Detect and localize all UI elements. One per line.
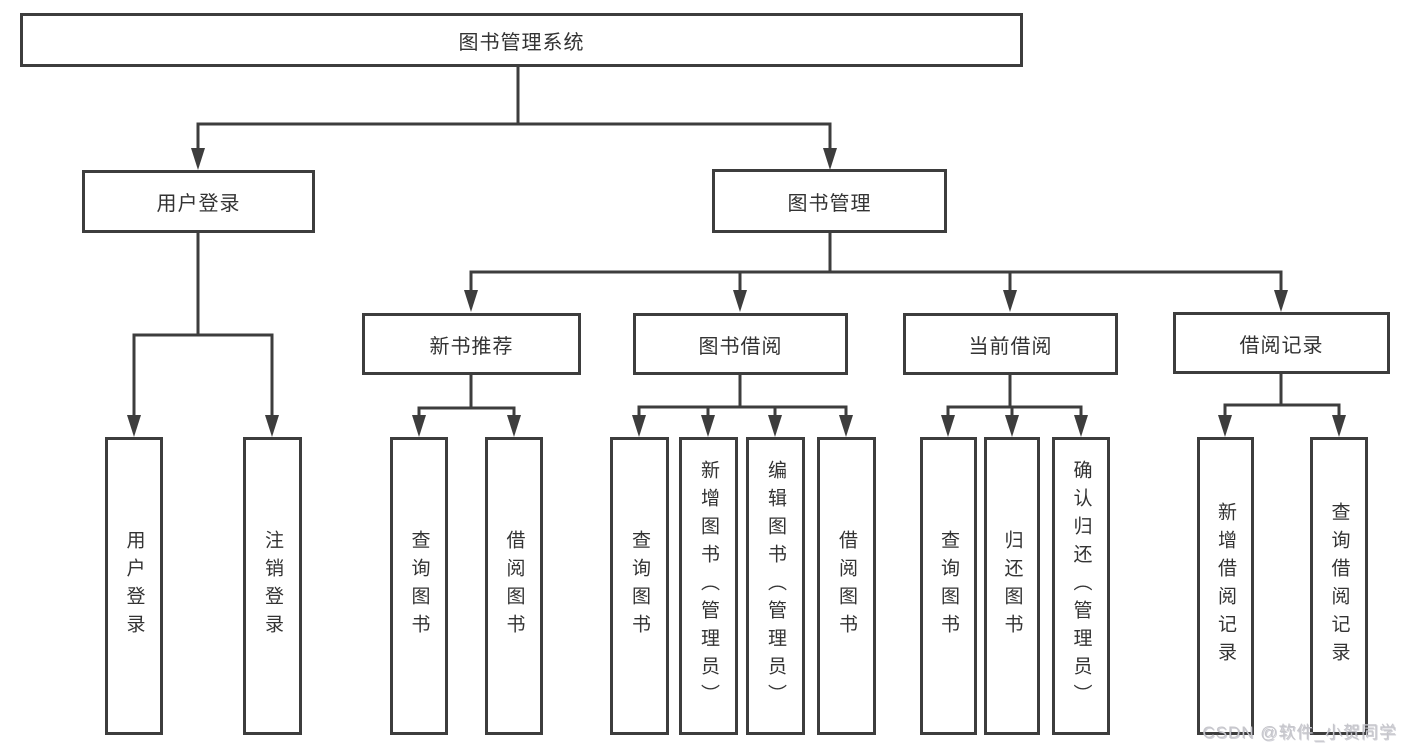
node-root-library-system: 图书管理系统 (20, 13, 1023, 67)
node-label: 借阅记录 (1239, 334, 1324, 357)
node-label: 查询图书 (629, 530, 650, 642)
leaf-add-borrow-record: 新增借阅记录 (1197, 437, 1254, 735)
node-label: 用户登录 (156, 193, 241, 215)
node-book-management: 图书管理 (712, 169, 947, 233)
leaf-query-borrow-record: 查询借阅记录 (1310, 437, 1368, 735)
node-label: 归还图书 (1001, 530, 1023, 642)
leaf-return-books: 归还图书 (984, 437, 1040, 735)
node-label: 图书借阅 (698, 335, 783, 358)
node-label: 借阅图书 (503, 530, 525, 642)
node-label: 注销登录 (262, 530, 283, 642)
leaf-query-books-borrow: 查询图书 (610, 437, 669, 735)
node-label: 查询图书 (938, 530, 959, 642)
node-new-book-recommend: 新书推荐 (362, 313, 581, 375)
node-current-borrow: 当前借阅 (903, 313, 1118, 375)
leaf-edit-books-admin: 编辑图书（管理员） (746, 437, 805, 735)
node-label: 用户登录 (123, 530, 145, 642)
node-label: 查询借阅记录 (1328, 502, 1350, 670)
leaf-confirm-return-admin: 确认归还（管理员） (1052, 437, 1110, 735)
node-borrow-records: 借阅记录 (1173, 312, 1390, 374)
node-label: 图书管理 (787, 192, 872, 215)
node-label: 新增借阅记录 (1215, 502, 1236, 670)
node-book-borrow: 图书借阅 (633, 313, 848, 375)
leaf-borrow-books: 借阅图书 (817, 437, 876, 735)
arrowheads (127, 148, 1346, 437)
node-label: 当前借阅 (968, 335, 1053, 358)
node-label: 确认归还（管理员） (1070, 460, 1092, 712)
node-label: 新书推荐 (429, 335, 514, 358)
node-label: 编辑图书（管理员） (765, 460, 786, 712)
leaf-add-books-admin: 新增图书（管理员） (679, 437, 738, 735)
node-label: 借阅图书 (836, 530, 857, 642)
leaf-query-books-current: 查询图书 (920, 437, 977, 735)
node-label: 新增图书（管理员） (698, 460, 719, 712)
node-user-login: 用户登录 (82, 170, 315, 233)
node-label: 查询图书 (408, 530, 430, 642)
csdn-watermark: CSDN @软件_小贺同学 (1202, 723, 1397, 742)
leaf-query-books-recommend: 查询图书 (390, 437, 448, 735)
leaf-user-login: 用户登录 (105, 437, 163, 735)
node-label: 图书管理系统 (458, 31, 585, 54)
leaf-logout: 注销登录 (243, 437, 302, 735)
leaf-borrow-books-recommend: 借阅图书 (485, 437, 543, 735)
